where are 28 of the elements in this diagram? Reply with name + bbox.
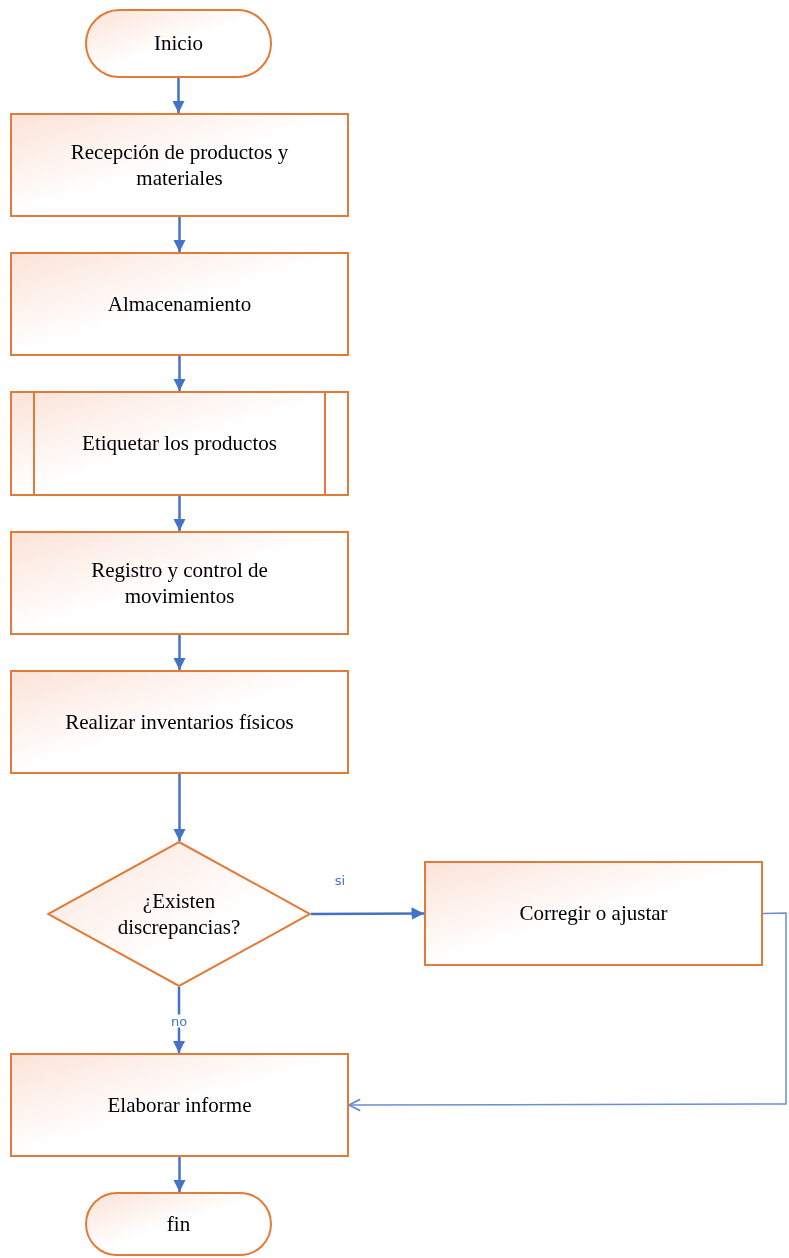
- arrow: [173, 496, 186, 531]
- subprocess-box: [10, 391, 349, 496]
- process-box: [10, 531, 349, 635]
- arrow: [172, 987, 186, 1053]
- arrow: [173, 356, 186, 391]
- arrow: [173, 217, 186, 252]
- arrow: [173, 1157, 186, 1192]
- node-text: Almacenamiento: [106, 290, 253, 318]
- node-text: Realizar inventarios físicos: [64, 708, 295, 736]
- node-text: ¿Existen discrepancias?: [116, 887, 242, 941]
- node-text: Inicio: [153, 30, 204, 57]
- arrow: [348, 912, 787, 1112]
- process-box: [10, 113, 349, 217]
- arrow: [311, 907, 424, 920]
- arrow: [173, 774, 186, 841]
- node-text: Etiquetar los productos: [81, 430, 278, 457]
- node-text: fin: [165, 1210, 192, 1238]
- process-box: [10, 670, 349, 774]
- process-box: [10, 1053, 349, 1157]
- arrow: [173, 635, 186, 670]
- terminal-shape: [85, 1192, 272, 1256]
- arrow: [172, 78, 185, 113]
- node-text: Elaborar informe: [106, 1091, 253, 1119]
- process-box: [10, 252, 349, 356]
- node-text: Corregir o ajustar: [518, 900, 669, 927]
- node-text: Recepción de productos y materiales: [69, 138, 290, 192]
- node-text: Registro y control de movimientos: [90, 556, 269, 610]
- process-box: [424, 861, 763, 966]
